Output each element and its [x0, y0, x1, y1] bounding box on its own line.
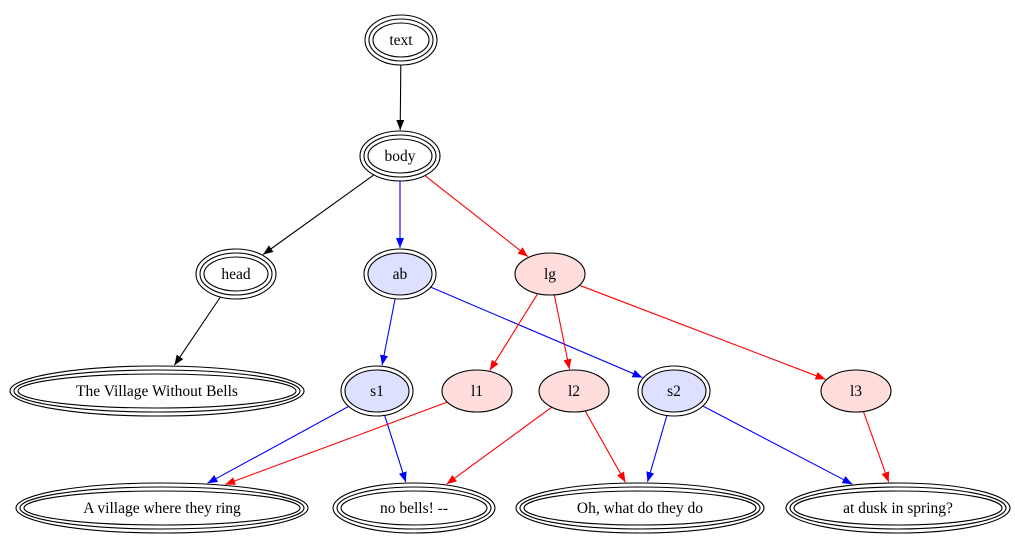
edge-ab-to-s1 — [380, 298, 396, 366]
edge-l2-to-seg2 — [446, 406, 553, 485]
node-head-ring — [203, 256, 269, 292]
node-title: The Village Without Bells — [9, 365, 305, 417]
node-seg2-label: no bells! -- — [380, 500, 448, 517]
node-seg1-ring — [23, 490, 301, 526]
node-seg4-label: at dusk in spring? — [843, 500, 953, 517]
node-body: body — [359, 130, 441, 182]
node-text-label: text — [389, 32, 413, 49]
node-seg4-ring — [789, 486, 1007, 530]
edge-l1-to-seg1 — [225, 401, 448, 486]
node-body-ring — [367, 138, 433, 174]
edge-head-to-title — [173, 296, 221, 366]
node-seg2: no bells! -- — [332, 482, 496, 534]
node-l1-ring — [441, 369, 513, 413]
node-head-ring — [199, 252, 273, 296]
node-l1: l1 — [441, 369, 513, 413]
node-s1-ring — [340, 365, 414, 417]
node-text-ring — [364, 14, 438, 66]
node-s1: s1 — [340, 365, 414, 417]
node-head-label: head — [221, 266, 251, 283]
node-seg4: at dusk in spring? — [785, 482, 1011, 534]
node-seg1-ring — [19, 486, 305, 530]
node-seg2-ring — [340, 490, 488, 526]
node-head-ring — [195, 248, 277, 300]
node-seg2-ring — [336, 486, 492, 530]
node-lg-label: lg — [544, 266, 556, 283]
node-l2-ring — [538, 369, 610, 413]
node-s1-ring — [344, 369, 410, 413]
edge-s1-to-seg2 — [384, 415, 407, 483]
node-body-ring — [363, 134, 437, 178]
node-title-ring — [9, 365, 305, 417]
edge-text-to-body — [396, 64, 405, 131]
node-body-label: body — [385, 148, 416, 165]
node-l1-label: l1 — [471, 383, 483, 400]
node-s1-label: s1 — [370, 383, 384, 400]
edge-body-to-lg — [424, 175, 529, 258]
node-title-ring — [13, 369, 301, 413]
node-ab-label: ab — [393, 266, 408, 283]
node-lg: lg — [514, 252, 586, 296]
node-head: head — [195, 248, 277, 300]
node-s2-ring — [637, 365, 711, 417]
node-l3-ring — [820, 369, 892, 413]
edge-l3-to-seg4 — [862, 411, 890, 483]
edge-body-to-head — [262, 174, 375, 255]
node-seg3-ring — [523, 490, 757, 526]
edge-lg-to-l1 — [489, 293, 539, 371]
node-seg3-ring — [515, 482, 765, 534]
node-s2-label: s2 — [667, 383, 681, 400]
node-text-ring — [368, 18, 434, 62]
node-s2-ring — [641, 369, 707, 413]
edge-lg-to-l2 — [553, 294, 572, 370]
edge-l2-to-seg3 — [584, 410, 626, 483]
node-seg1-ring — [15, 482, 309, 534]
node-title-label: The Village Without Bells — [76, 383, 238, 400]
edges-layer — [173, 64, 890, 486]
edge-s1-to-seg1 — [207, 405, 349, 484]
node-title-ring — [17, 373, 297, 409]
edge-lg-to-l3 — [579, 284, 826, 380]
node-seg4-ring — [785, 482, 1011, 534]
node-l3: l3 — [820, 369, 892, 413]
edge-s2-to-seg4 — [702, 405, 853, 485]
node-text: text — [364, 14, 438, 66]
node-lg-ring — [514, 252, 586, 296]
node-seg3-label: Oh, what do they do — [577, 500, 703, 517]
node-seg3: Oh, what do they do — [515, 482, 765, 534]
node-l3-label: l3 — [850, 383, 862, 400]
node-seg1-label: A village where they ring — [83, 500, 241, 517]
node-l2-label: l2 — [568, 383, 580, 400]
edge-ab-to-s2 — [430, 286, 643, 379]
node-s2: s2 — [637, 365, 711, 417]
node-ab: ab — [363, 248, 437, 300]
node-text-ring — [372, 22, 430, 58]
node-seg3-ring — [519, 486, 761, 530]
node-l2: l2 — [538, 369, 610, 413]
node-seg4-ring — [793, 490, 1003, 526]
node-seg1: A village where they ring — [15, 482, 309, 534]
node-ab-ring — [363, 248, 437, 300]
node-seg2-ring — [332, 482, 496, 534]
node-body-ring — [359, 130, 441, 182]
node-ab-ring — [367, 252, 433, 296]
edge-s2-to-seg3 — [646, 415, 668, 483]
